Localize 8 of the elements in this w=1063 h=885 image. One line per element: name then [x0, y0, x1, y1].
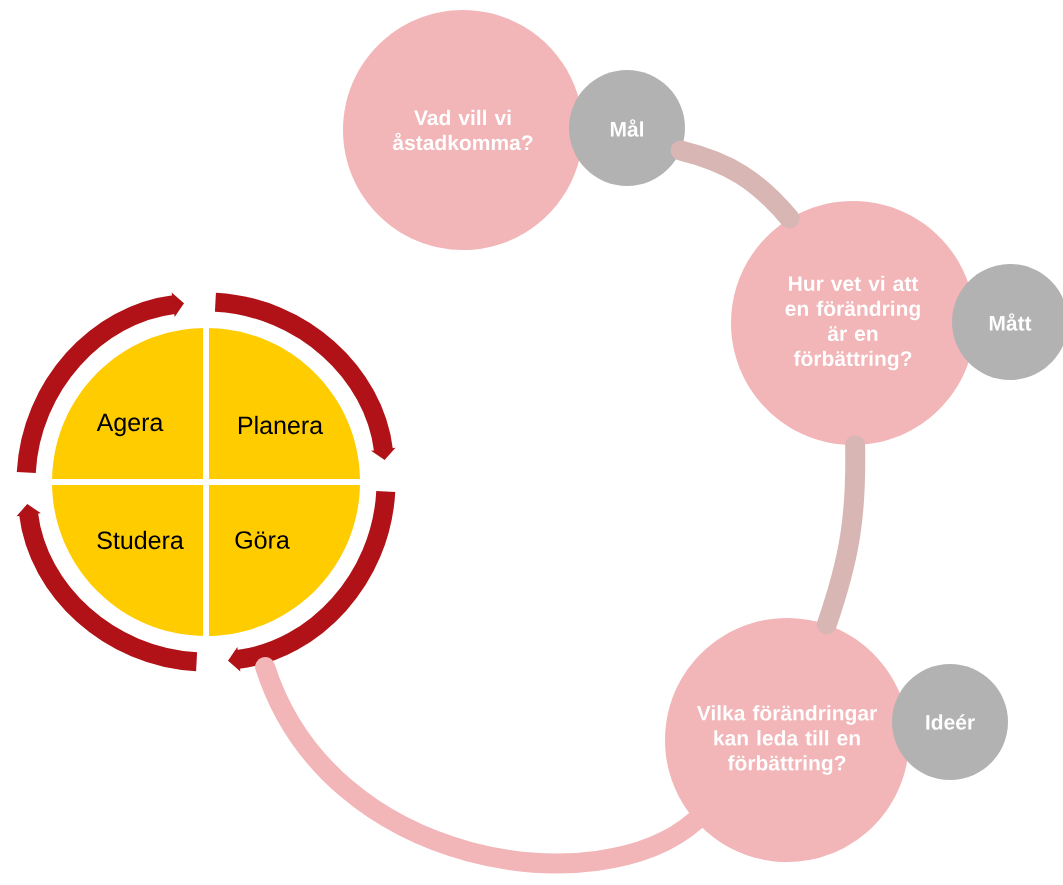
quadrant-label: Studera [97, 530, 184, 550]
connector-line [670, 140, 800, 229]
quadrant-label: Agera [96, 413, 164, 437]
cycle-disc [52, 328, 360, 636]
connector-line [255, 656, 706, 874]
quadrant-label: Planera [239, 415, 324, 435]
quadrant-label: Göra [235, 531, 290, 549]
connector-line [816, 435, 866, 635]
